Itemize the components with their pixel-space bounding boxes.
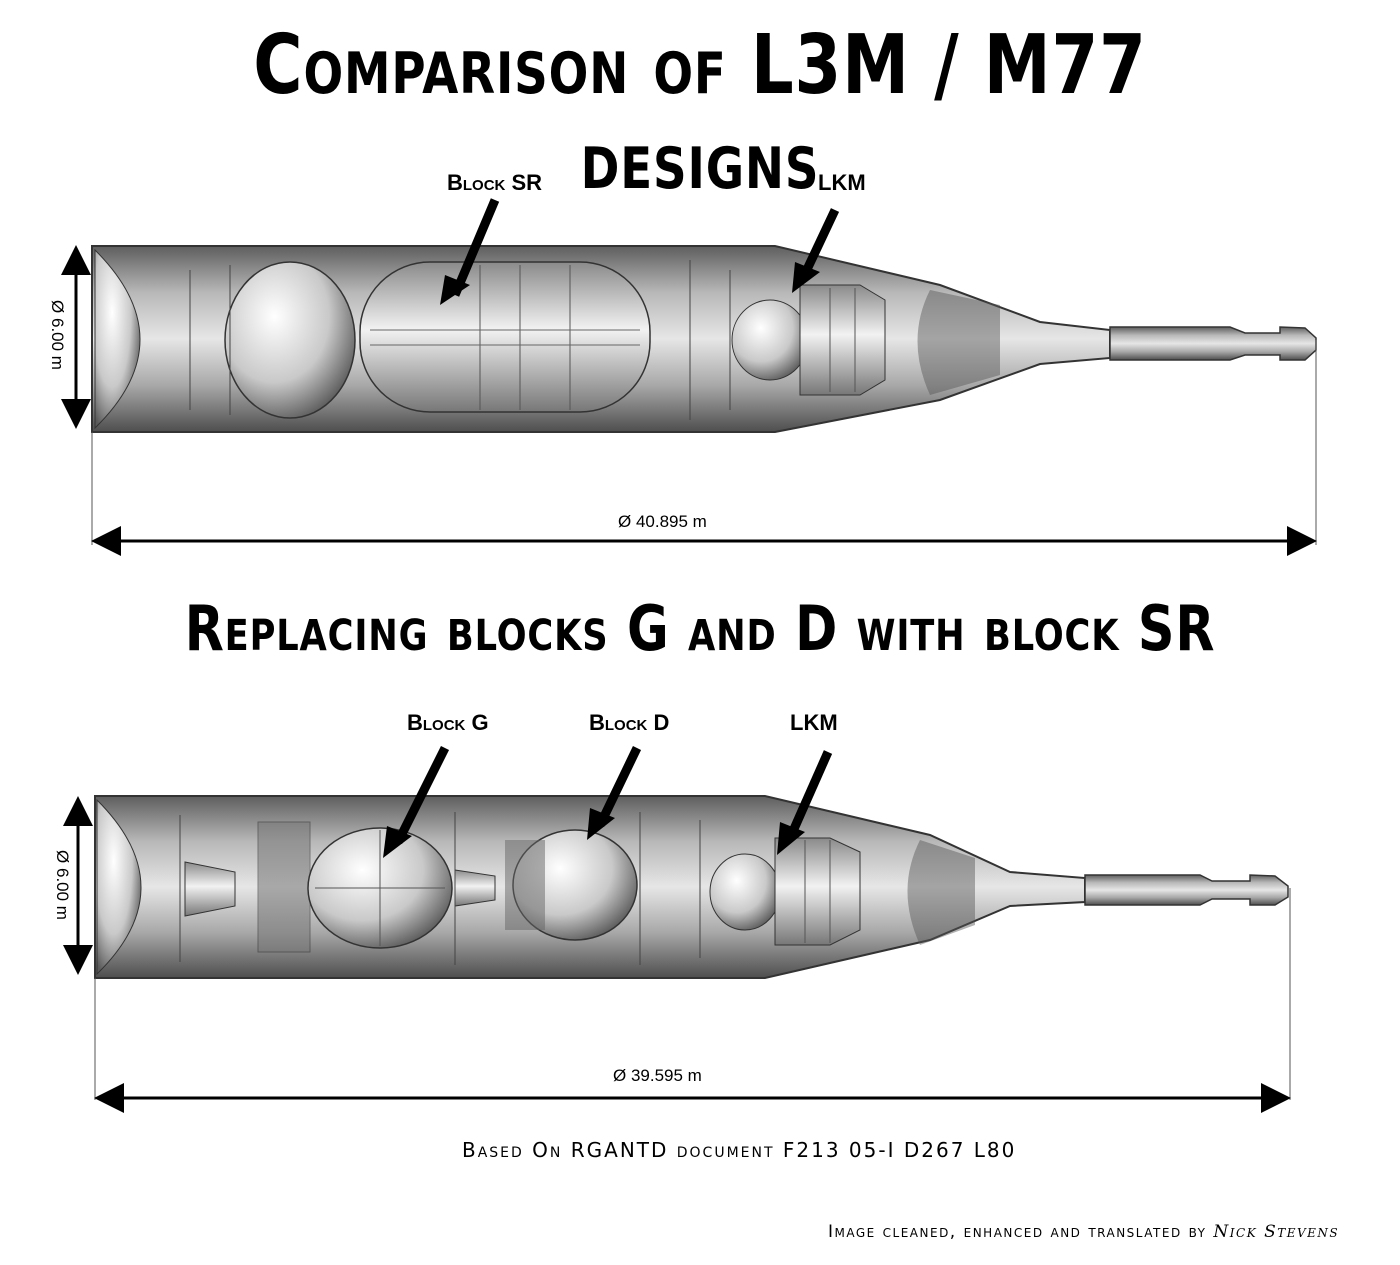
lkm-crew-sphere [731, 299, 809, 381]
page-title: Comparison of L3M / M77 designs [253, 18, 1147, 208]
escape-tower [1109, 326, 1317, 361]
label-block-sr: Block SR [447, 170, 543, 195]
lkm-arrow-bottom [785, 750, 833, 840]
vehicle-l3-blocks-g-d [94, 795, 1289, 979]
length-label-top: Ø 40.895 m [618, 512, 707, 531]
label-lkm-bottom: LKM [790, 710, 838, 735]
block-sr-main-tank [359, 261, 651, 413]
label-block-g: Block G [407, 710, 489, 735]
credit-line: Image cleaned, enhanced and translated b… [828, 1222, 1339, 1242]
aft-dome [96, 798, 142, 976]
length-label-bottom: Ø 39.595 m [613, 1066, 702, 1085]
label-lkm-top: LKM [818, 170, 866, 195]
credit-prefix: Image cleaned, enhanced and translated b… [828, 1222, 1207, 1242]
block-g-engine [184, 861, 236, 917]
block-sr-spherical-tank [224, 261, 356, 419]
block-g-arrowhead [383, 826, 412, 858]
aft-dome [94, 248, 141, 430]
lkm-arrow-top [798, 208, 840, 280]
block-d-arrowhead [587, 808, 615, 840]
block-d-engine [454, 869, 496, 907]
diameter-label-bottom: Ø 6.00 m [52, 850, 72, 920]
lkm-arrowhead-bottom [777, 822, 805, 855]
section-subtitle: Replacing blocks G and D with block SR [184, 592, 1216, 665]
lkm-arrowhead-top [792, 262, 820, 293]
source-note: Based On RGANTD document F213 05-I D267 … [462, 1138, 1017, 1162]
lkm-body [774, 837, 861, 946]
block-d-arrow [595, 746, 642, 827]
block-sr-arrowhead [440, 275, 470, 305]
vehicle-l3m-block-sr [91, 245, 1317, 433]
lkm-crew-sphere [709, 853, 781, 931]
block-g-arrow [393, 745, 450, 845]
label-block-d: Block D [589, 710, 670, 735]
diameter-label-top: Ø 6.00 m [47, 300, 67, 370]
lkm-body [799, 284, 886, 396]
credit-author: Nick Stevens [1213, 1222, 1340, 1242]
escape-tower [1084, 874, 1289, 906]
block-sr-arrow [450, 198, 500, 297]
